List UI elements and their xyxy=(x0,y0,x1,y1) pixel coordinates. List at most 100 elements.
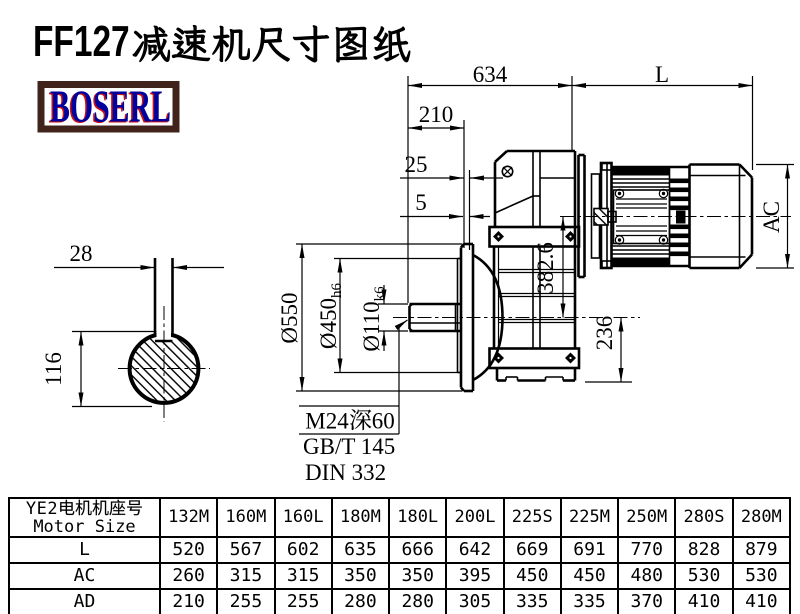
motor xyxy=(560,161,791,270)
height-dimensions: 382.6 236 AC xyxy=(533,163,794,383)
dim-motor-length: L xyxy=(655,62,669,87)
cell-ad-200l: 305 xyxy=(445,587,505,614)
dim-key-width: 28 xyxy=(70,241,93,266)
col-header-280s: 280S xyxy=(674,497,734,538)
cjk-glyph xyxy=(212,25,251,63)
text-char: 0 xyxy=(383,408,395,434)
logo-text: BOSERL xyxy=(50,82,171,132)
cell-l-180l: 666 xyxy=(388,535,448,564)
cjk-glyph xyxy=(75,499,92,516)
callout-standards: GB/T 145 DIN 332 xyxy=(303,434,395,485)
cell-l-225m: 691 xyxy=(559,535,620,564)
flange-dimensions: Ø550 Ø450h6 Ø110k6 xyxy=(277,243,462,392)
col-header-225s: 225S xyxy=(502,497,562,538)
gear-housing xyxy=(488,149,581,382)
dim-axis-offset: 382.6 xyxy=(533,242,558,294)
cjk-glyph xyxy=(109,499,126,516)
row-label-ac: AC xyxy=(8,561,161,590)
table-header-cn: YE2 xyxy=(10,499,159,519)
cjk-glyph xyxy=(171,24,211,62)
cell-ac-225s: 450 xyxy=(502,561,562,590)
cjk-glyph xyxy=(335,26,368,63)
col-header-280m: 280M xyxy=(731,497,792,538)
cell-ad-180m: 280 xyxy=(330,587,391,614)
dim-5: 5 xyxy=(415,190,427,215)
dim-spigot-diameter: Ø450h6 xyxy=(316,282,345,349)
cjk-glyph xyxy=(252,27,290,62)
text-char: Y xyxy=(25,498,37,519)
cell-l-160m: 567 xyxy=(216,535,276,564)
col-header-180l: 180L xyxy=(388,497,448,538)
text-char: 6 xyxy=(371,408,384,434)
row-label-ad: AD xyxy=(8,587,161,614)
cell-ac-132m: 260 xyxy=(158,561,219,590)
col-header-200l: 200L xyxy=(445,497,505,538)
text-char: M xyxy=(305,408,326,434)
cjk-glyph xyxy=(132,25,171,63)
cjk-glyph xyxy=(292,25,330,63)
cell-ad-280m: 410 xyxy=(731,587,792,614)
cell-ac-160m: 315 xyxy=(216,561,276,590)
cell-l-250m: 770 xyxy=(617,535,677,564)
cjk-glyph xyxy=(349,409,372,431)
callout-din: DIN 332 xyxy=(305,460,386,485)
cell-ad-180l: 280 xyxy=(388,587,448,614)
cell-ad-225s: 335 xyxy=(502,587,562,614)
cell-ac-180l: 350 xyxy=(388,561,448,590)
cell-ac-280m: 530 xyxy=(731,561,792,590)
keyway-section-view: 28 116 xyxy=(41,241,224,422)
text-char: E xyxy=(36,498,48,519)
col-header-132m: 132M xyxy=(158,497,219,538)
col-header-180m: 180M xyxy=(330,497,391,538)
cell-ac-225m: 450 xyxy=(559,561,620,590)
cell-l-180m: 635 xyxy=(330,535,391,564)
dim-key-height: 116 xyxy=(41,352,66,386)
col-header-225m: 225M xyxy=(559,497,620,538)
dim-spigot-tolerance: h6 xyxy=(329,282,345,298)
cell-ad-160m: 255 xyxy=(216,587,276,614)
cell-ad-132m: 210 xyxy=(158,587,219,614)
logo-border xyxy=(37,81,180,133)
cell-ad-160l: 255 xyxy=(273,587,333,614)
title-cjk-text xyxy=(131,23,411,63)
output-shaft xyxy=(393,302,640,333)
dim-shaft-diameter: Ø110k6 xyxy=(359,286,388,352)
dim-spigot-diameter-value: Ø450 xyxy=(316,298,341,349)
row-label-l: L xyxy=(8,535,161,564)
dimension-lines: 634 L 210 25 5 xyxy=(400,62,754,303)
cell-ad-280s: 410 xyxy=(674,587,734,614)
dim-210: 210 xyxy=(419,102,454,127)
callout-gbt: GB/T 145 xyxy=(303,434,395,459)
dim-base-to-axis: 236 xyxy=(592,316,617,351)
dim-shaft-diameter-value: Ø110 xyxy=(359,301,384,351)
cell-l-200l: 642 xyxy=(445,535,505,564)
cell-l-225s: 669 xyxy=(502,535,562,564)
dim-shaft-tolerance: k6 xyxy=(372,286,388,302)
text-char: 4 xyxy=(337,408,349,434)
cell-ac-180m: 350 xyxy=(330,561,391,590)
logo-text-fringe: BOSERL xyxy=(49,83,170,133)
cjk-glyph xyxy=(92,499,109,516)
cell-l-280s: 828 xyxy=(674,535,734,564)
col-header-250m: 250M xyxy=(617,497,677,538)
cell-ac-250m: 480 xyxy=(617,561,677,590)
title-model-code: FF127 xyxy=(33,17,130,66)
col-header-160l: 160L xyxy=(273,497,333,538)
text-char: 2 xyxy=(325,408,338,434)
technical-drawing: BOSERL BOSERL 634 L 210 25 5 Ø550 Ø450h6… xyxy=(37,62,794,485)
cell-ac-280s: 530 xyxy=(674,561,734,590)
cell-l-132m: 520 xyxy=(158,535,219,564)
cell-ad-225m: 335 xyxy=(559,587,620,614)
table-header-en: Motor Size xyxy=(33,516,136,537)
text-char: 2 xyxy=(47,498,59,519)
cjk-glyph xyxy=(127,500,143,516)
cell-l-280m: 879 xyxy=(731,535,792,564)
